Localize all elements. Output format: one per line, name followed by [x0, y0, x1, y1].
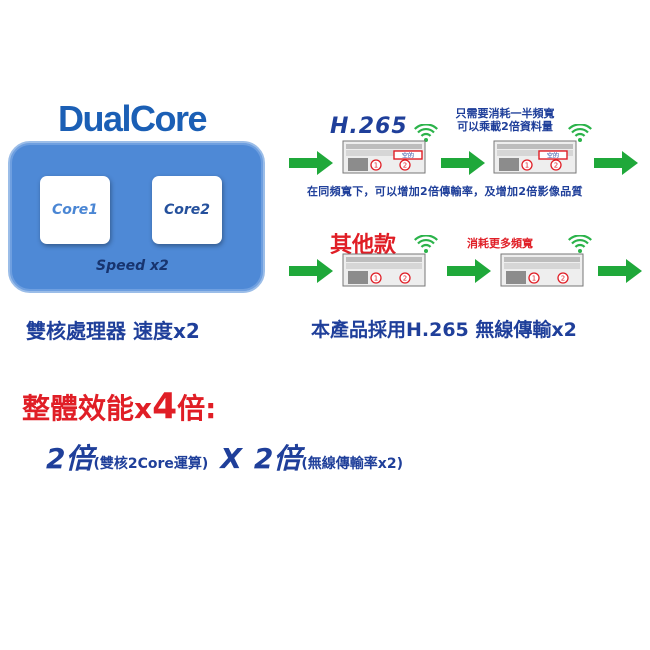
arrow-right-icon	[289, 151, 333, 175]
card-number-2: 2	[403, 275, 407, 283]
dualcore-logo-first: Dual	[58, 98, 132, 139]
arrow-right-icon	[441, 151, 485, 175]
card-number-2: 2	[561, 275, 565, 283]
core2-label: Core2	[163, 202, 211, 218]
h265-note-line1: 只需要消耗一半頻寬	[455, 107, 555, 120]
arrow-right-icon	[598, 259, 642, 283]
core1-label: Core1	[51, 202, 99, 218]
summary-title-suffix: 倍:	[177, 392, 217, 425]
empty-slot-label: 空的	[402, 152, 414, 160]
wifi-icon	[568, 124, 592, 142]
card-number-1: 1	[374, 162, 378, 170]
arrow-right-icon	[289, 259, 333, 283]
memory-card-icon: 1 2	[342, 253, 426, 287]
h265-note-line2: 可以乘載2倍資料量	[457, 120, 553, 133]
empty-slot-label: 空的	[547, 152, 559, 160]
card-number-1: 1	[532, 275, 536, 283]
card-number-1: 1	[374, 275, 378, 283]
summary-title-prefix: 整體效能x	[22, 392, 153, 425]
other-note: 消耗更多頻寬	[467, 237, 533, 250]
summary-title-number: 4	[152, 386, 178, 427]
summary-part1-big: 2倍	[46, 442, 94, 475]
memory-card-icon: 1 2	[500, 253, 584, 287]
summary-part2-big: 2倍	[253, 442, 302, 475]
arrow-right-icon	[447, 259, 491, 283]
core1-box: Core1	[40, 176, 110, 244]
h265-title: H.265	[330, 114, 408, 139]
dualcore-caption: 雙核處理器 速度x2	[26, 319, 200, 343]
card-number-2: 2	[554, 162, 558, 170]
wifi-icon	[414, 235, 438, 253]
memory-card-icon: 空的 1 2	[493, 140, 577, 174]
speed-label: Speed x2	[96, 258, 169, 274]
summary-title: 整體效能x4倍:	[22, 386, 216, 427]
card-number-1: 1	[525, 162, 529, 170]
memory-card-icon: 空的 1 2	[342, 140, 426, 174]
summary-times: X	[220, 442, 242, 475]
summary-part2-small: (無線傳輸率x2)	[301, 456, 403, 472]
h265-note: 只需要消耗一半頻寬 可以乘載2倍資料量	[447, 107, 563, 133]
dualcore-logo: DualCore	[58, 98, 208, 140]
wifi-icon	[568, 235, 592, 253]
h265-caption: 在同頻寬下，可以增加2倍傳輸率，及增加2倍影像品質	[307, 185, 583, 198]
summary-part1-small: (雙核2Core運算)	[93, 456, 209, 472]
card-number-2: 2	[403, 162, 407, 170]
core2-box: Core2	[152, 176, 222, 244]
right-caption: 本產品採用H.265 無線傳輸x2	[311, 319, 577, 341]
arrow-right-icon	[594, 151, 638, 175]
dualcore-logo-second: Core	[130, 98, 208, 139]
